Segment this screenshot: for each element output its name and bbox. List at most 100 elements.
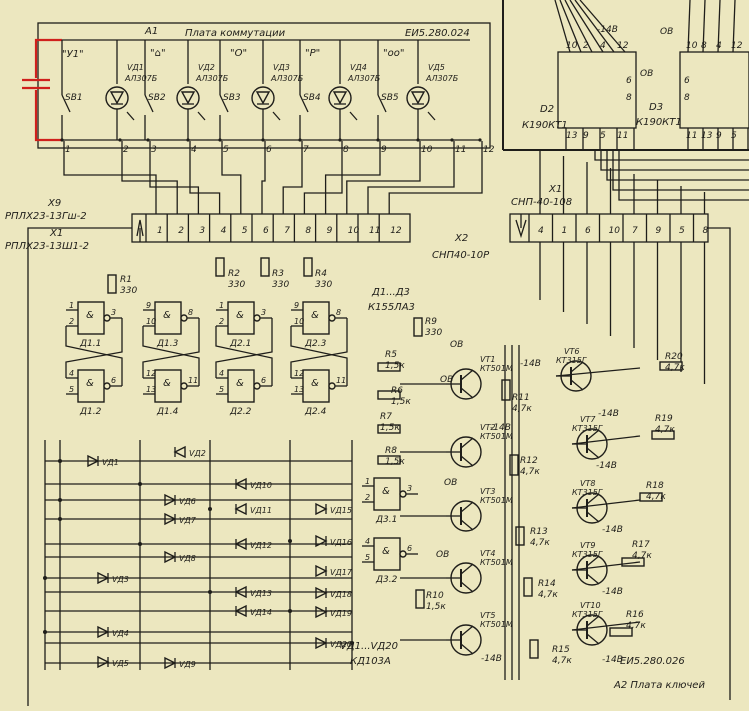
board-a2-left-border — [27, 227, 132, 706]
resistor-body — [215, 257, 225, 277]
gate-pin: 3 — [407, 484, 412, 493]
transistor-part: КТ501М — [480, 620, 513, 629]
gate-pin: 2 — [219, 317, 224, 326]
gate-symbol: & — [382, 546, 390, 557]
switch-ref: SB5 — [381, 93, 399, 103]
diode-ref: VД18 — [330, 590, 352, 599]
diode-triangle — [315, 502, 328, 516]
resistor-value: 4,7к — [512, 404, 532, 414]
symbol-label-4: "Р" — [305, 48, 320, 59]
chip-d2-side-pin: 8 — [626, 93, 632, 103]
gate-pin: 5 — [69, 385, 74, 394]
x1-to-a1-wire — [189, 141, 221, 214]
junction-dot — [350, 641, 354, 645]
resistor-ref: R10 — [426, 591, 444, 601]
chip-fan-wire — [574, 0, 615, 53]
diode-triangle — [315, 564, 328, 578]
gate-pin: 1 — [219, 301, 224, 310]
transistor-collector — [586, 615, 600, 627]
resistor-ref: R8 — [385, 446, 397, 456]
gate-ref: Д1.4 — [156, 407, 179, 417]
transistor-emitter — [460, 643, 474, 655]
led-ray — [427, 111, 436, 121]
rail-label-ov: ОВ — [436, 550, 449, 560]
gate-ref: Д2.4 — [304, 407, 327, 417]
resistor-value: 4,7к — [530, 538, 550, 548]
gate-pin: 13 — [294, 385, 304, 394]
x1-to-a1-wire — [324, 141, 381, 214]
resistor-value: 330 — [120, 286, 137, 296]
chip-d2-top-pin: 12 — [617, 41, 629, 51]
rail-label-neg: -14В — [520, 359, 541, 369]
transistor-collector — [586, 555, 600, 567]
led-ray — [197, 111, 206, 121]
resistor-body — [415, 589, 425, 609]
resistor-value: 1,5к — [380, 423, 400, 433]
resistor-ref: R18 — [646, 481, 664, 491]
gate-pin: 4 — [365, 537, 370, 546]
footer-doc-number: ЕИ5.280.026 — [620, 656, 685, 667]
x2-part: СНП40-10Р — [432, 250, 490, 261]
resistor-body — [529, 639, 539, 659]
transistor-emitter — [586, 511, 600, 523]
chip-d2-top-pin: 2 — [583, 41, 589, 51]
a1-pin-dot — [338, 138, 342, 142]
chip-d3-bottom-pin: 9 — [716, 131, 722, 141]
transistor-ref: VT2 — [480, 423, 495, 432]
resistor-ref: R4 — [315, 269, 327, 279]
x1-pin-number: 2 — [178, 226, 184, 236]
led-part: АЛ307Б — [270, 74, 304, 83]
chip-d2-bottom-pin: 11 — [617, 131, 628, 141]
gate-inverter-bubble — [180, 314, 188, 322]
switch-ref: SB2 — [148, 93, 166, 103]
gate-pin: 10 — [146, 317, 156, 326]
board-a2-right-border — [708, 227, 731, 700]
diode-ref: VД7 — [179, 516, 197, 525]
gate-pin: 2 — [365, 493, 370, 502]
chip-d3-body — [679, 51, 749, 129]
gate-pin: 4 — [69, 369, 74, 378]
gate-inverter-bubble — [180, 382, 188, 390]
resistor-body — [639, 492, 663, 502]
resistor-body — [523, 577, 533, 597]
ic-note: Д1...Д3 — [371, 287, 410, 298]
resistor-value: 4,7к — [626, 621, 646, 631]
board-a1-frame — [37, 22, 491, 149]
resistor-ref: R7 — [380, 412, 392, 422]
x2-pin-number: 8 — [703, 226, 709, 236]
switch-contact — [299, 94, 309, 113]
gate-symbol: & — [236, 378, 244, 389]
x1-to-a1-wire — [388, 141, 483, 214]
resistor-value: 330 — [228, 280, 245, 290]
gate-ref: Д2.2 — [229, 407, 252, 417]
led-part: АЛ307Б — [425, 74, 459, 83]
a1-pin-number: 9 — [381, 145, 387, 155]
led-ref: VД3 — [273, 63, 290, 72]
diode-triangle — [234, 502, 247, 516]
transistor-emitter — [460, 519, 474, 531]
gate-cross-wire — [65, 326, 123, 386]
transistor-part: КТ315Г — [556, 356, 587, 365]
chip-fan-wire — [569, 0, 604, 53]
chip-d3-bottom-pin: 13 — [701, 131, 713, 141]
gate-pin: 6 — [261, 376, 266, 385]
x1-label: X1 — [49, 228, 63, 239]
board-a1-title: Плата коммутации — [185, 28, 286, 39]
a1-pin-dot — [218, 138, 222, 142]
gate-body — [227, 301, 255, 335]
diode-matrix: VД1VД2VД3VД4VД5VД6VД7VД8VД9VД10VД11VД12V… — [43, 440, 354, 670]
chip-d3-top-pin: 4 — [716, 41, 722, 51]
resistor-body — [509, 454, 519, 476]
chip-d3-side-pin: 6 — [684, 76, 690, 86]
gate-body — [77, 301, 105, 335]
diode-ref: VД16 — [330, 538, 352, 547]
gate-ref: Д1.1 — [79, 339, 101, 349]
chip-fanout-wires — [554, 0, 749, 201]
a1-pin-dot — [146, 138, 150, 142]
transistor-ref: VT1 — [480, 355, 495, 364]
gate-body — [227, 369, 255, 403]
gate-pin: 10 — [294, 317, 304, 326]
board-a1-doc-number: ЕИ5.280.024 — [405, 28, 470, 39]
